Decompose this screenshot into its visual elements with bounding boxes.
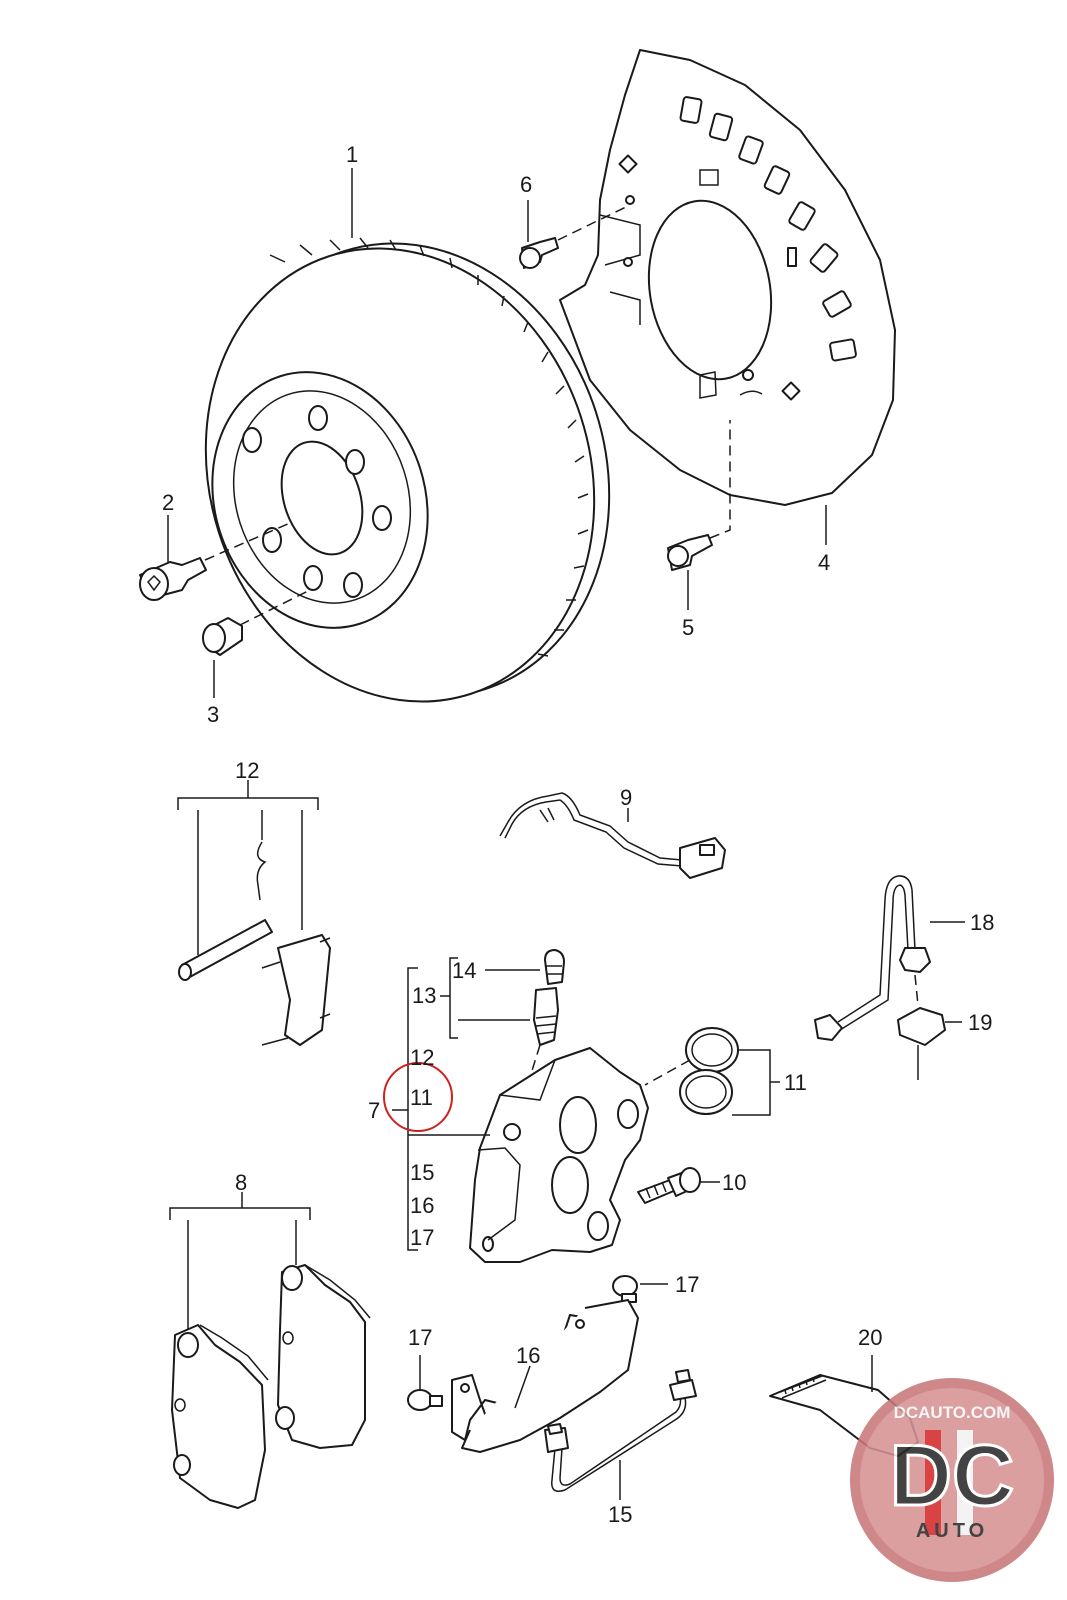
bracket-callout-12: 12 — [410, 1045, 434, 1070]
callout-10: 10 — [722, 1170, 746, 1195]
splash-shield — [559, 49, 896, 506]
bracket-callout-17: 17 — [410, 1225, 434, 1250]
bracket-callout-16: 16 — [410, 1193, 434, 1218]
logo-sub-text: AUTO — [916, 1520, 988, 1542]
callout-11-right: 11 — [784, 1070, 807, 1095]
wear-sensor — [499, 792, 726, 879]
hose-bracket — [451, 1299, 639, 1453]
callout-18: 18 — [970, 910, 994, 935]
callout-12-top: 12 — [235, 758, 259, 783]
disc-screw — [139, 522, 291, 601]
pad-retaining-kit — [177, 780, 331, 1046]
callout-15: 15 — [608, 1502, 632, 1527]
brake-pads — [169, 1192, 371, 1509]
callout-16: 16 — [516, 1343, 540, 1368]
callout-6: 6 — [520, 172, 532, 197]
piston-seals — [644, 1027, 780, 1116]
callout-20: 20 — [858, 1325, 882, 1350]
callout-5: 5 — [682, 615, 694, 640]
shield-screw-lower — [667, 420, 731, 571]
callout-4: 4 — [818, 550, 830, 575]
bracket-callout-11: 11 — [410, 1085, 433, 1110]
leader-lines — [167, 168, 827, 822]
callout-7: 7 — [368, 1098, 380, 1123]
callout-13: 13 — [412, 983, 436, 1008]
caliper-kit-bracket — [392, 957, 540, 1251]
callout-17-left: 17 — [408, 1325, 432, 1350]
plug — [202, 589, 311, 656]
brake-disc — [204, 237, 611, 703]
callout-8: 8 — [235, 1170, 247, 1195]
callout-14: 14 — [452, 958, 476, 983]
callout-19: 19 — [968, 1010, 992, 1035]
bracket-callout-15: 15 — [410, 1160, 434, 1185]
logo-mark-text: DC — [890, 1428, 1014, 1524]
callout-9: 9 — [620, 785, 632, 810]
brake-hose — [814, 875, 965, 1080]
callout-labels: 1 6 2 4 5 3 12 9 18 14 13 19 12 11 11 7 … — [162, 142, 994, 1527]
callout-2: 2 — [162, 490, 174, 515]
caliper-bolt — [637, 1167, 720, 1204]
brake-caliper — [469, 1047, 649, 1263]
callout-17-right: 17 — [675, 1272, 699, 1297]
logo-site-text: DCAUTO.COM — [894, 1403, 1011, 1422]
dcauto-logo: DCAUTO.COM DC AUTO — [850, 1378, 1054, 1582]
shield-screw-upper — [519, 204, 631, 269]
highlight-circle — [383, 1062, 453, 1132]
callout-1: 1 — [346, 142, 358, 167]
bracket-screws — [407, 1275, 668, 1411]
brake-line — [544, 1369, 697, 1500]
callout-3: 3 — [207, 702, 219, 727]
